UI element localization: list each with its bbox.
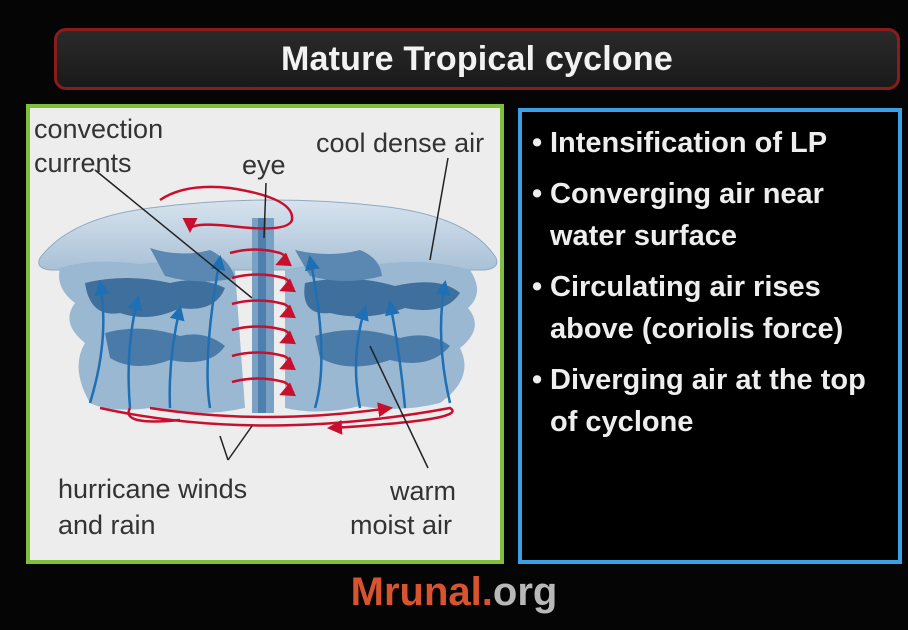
bullet-item: •Circulating air rises above (coriolis f… [528, 266, 892, 350]
eye-label: eye [242, 150, 286, 180]
convection-label-line1: convection [34, 114, 164, 144]
bullet-item: •Converging air near water surface [528, 173, 892, 257]
warm-air-label-line2: moist air [350, 510, 453, 540]
winds-label-line1: hurricane winds [58, 474, 248, 504]
bullet-text: Converging air near water surface [550, 178, 824, 252]
bullet-dot: • [532, 127, 543, 159]
cyclone-illustration [38, 157, 498, 469]
title-bar: Mature Tropical cyclone [54, 28, 900, 90]
slide-title: Mature Tropical cyclone [281, 39, 673, 78]
warm-air-label-line1: warm [390, 476, 456, 506]
cool-air-label: cool dense air [316, 128, 485, 158]
brand-name: Mrunal [350, 569, 482, 614]
winds-label-line2: and rain [58, 510, 156, 540]
convection-label-line2: currents [34, 148, 132, 178]
bullet-dot: • [532, 271, 543, 303]
bullet-dot: • [532, 178, 543, 210]
bullet-text: Diverging air at the top of cyclone [550, 364, 866, 438]
bullet-text: Circulating air rises above (coriolis fo… [550, 271, 844, 345]
bullet-text: Intensification of LP [550, 127, 828, 159]
bullet-item: •Intensification of LP [528, 122, 892, 164]
bullet-dot: • [532, 364, 543, 396]
brand-tld: org [492, 569, 558, 614]
brand-dot: . [481, 569, 493, 614]
bullet-item: •Diverging air at the top of cyclone [528, 359, 892, 443]
brand-watermark: Mrunal.org [0, 562, 908, 622]
bullet-list: •Intensification of LP •Converging air n… [528, 122, 892, 443]
info-panel: •Intensification of LP •Converging air n… [518, 108, 902, 564]
cyclone-diagram: convection currents eye cool dense air h… [26, 104, 504, 564]
